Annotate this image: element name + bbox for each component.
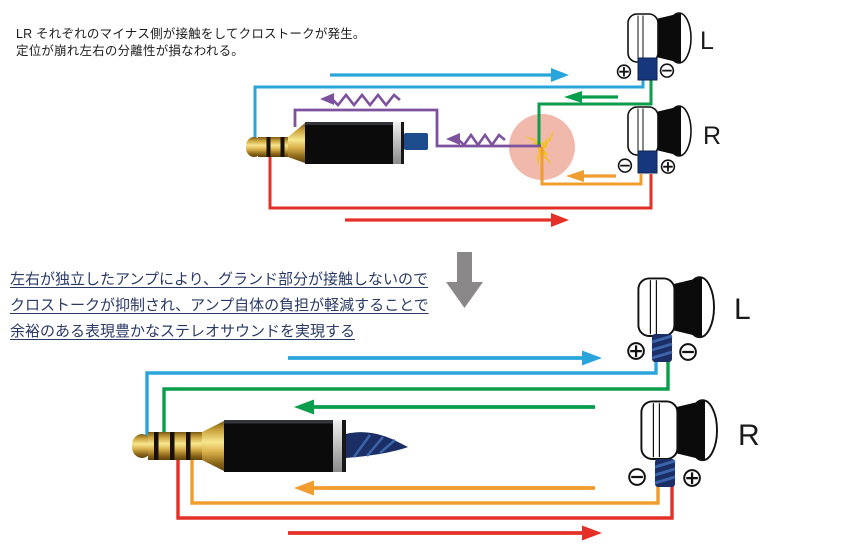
earphone-left-connector bbox=[637, 57, 658, 81]
bottom-r-plus-wire bbox=[176, 460, 674, 520]
bottom-l-plus-wire bbox=[145, 361, 658, 436]
crosstalk-noise-arrow-lower bbox=[446, 132, 506, 148]
trrs-plug-4pole bbox=[132, 420, 408, 472]
arrow-head bbox=[566, 170, 584, 182]
top-caption-line2: 定位が崩れ左右の分離性が損なわれる。 bbox=[16, 43, 244, 58]
bottom-r-minus-wire bbox=[190, 460, 660, 505]
top-r-minus-wire bbox=[540, 147, 643, 186]
zigzag-arrow-icon bbox=[331, 92, 401, 108]
top-l-plus-wire bbox=[253, 80, 645, 140]
bottom-r-minus-return-arrow bbox=[294, 480, 595, 496]
top-caption-line1: LR それぞれのマイナス側が接触をしてクロストークが発生。 bbox=[16, 27, 366, 41]
arrow-head bbox=[294, 399, 314, 415]
earphone-right-braided-connector bbox=[653, 457, 677, 489]
bottom-caption-line3: 余裕のある表現豊かなステレオサウンドを実現する bbox=[10, 323, 356, 340]
plug-ring-band bbox=[186, 432, 191, 460]
arrow-head bbox=[551, 68, 569, 82]
top-caption: LR それぞれのマイナス側が接触をしてクロストークが発生。 定位が崩れ左右の分離… bbox=[16, 26, 366, 59]
arrow-head bbox=[551, 213, 569, 227]
plug-ring-band bbox=[266, 137, 271, 157]
bottom-l-minus-return-arrow bbox=[294, 399, 595, 415]
minus-circle-icon: ⊖ bbox=[616, 154, 634, 179]
bottom-caption: 左右が独立したアンプにより、グランド部分が接触しないので クロストークが抑制され… bbox=[10, 267, 429, 345]
arrow-head bbox=[294, 480, 314, 496]
plug-body bbox=[305, 122, 393, 164]
arrow-head bbox=[320, 93, 334, 105]
arrow-head bbox=[582, 350, 602, 366]
minus-circle-icon: ⊖ bbox=[658, 59, 676, 84]
plug-silver-ring bbox=[333, 420, 342, 472]
plus-circle-icon: ⊕ bbox=[625, 335, 648, 366]
top-l-minus-wire bbox=[537, 80, 653, 147]
arrow-head bbox=[564, 91, 582, 103]
plug-tip bbox=[132, 434, 152, 458]
plug-ring-band bbox=[154, 432, 159, 460]
plug-ring-band bbox=[170, 432, 175, 460]
earphone-left-bottom bbox=[637, 276, 715, 339]
zigzag-arrow-icon bbox=[457, 132, 506, 148]
trs-plug-3pole bbox=[246, 122, 428, 164]
bottom-l-plus-signal-arrow bbox=[288, 350, 602, 366]
top-r-plus-signal-arrow bbox=[345, 213, 569, 227]
plug-end-cap bbox=[342, 420, 346, 472]
braided-cable bbox=[346, 432, 408, 458]
bottom-r-plus-signal-arrow bbox=[288, 525, 602, 541]
top-r-plus-wire bbox=[268, 152, 653, 210]
down-arrow-icon bbox=[446, 252, 483, 308]
right-channel-label: R bbox=[738, 419, 760, 452]
plug-body-sheen bbox=[305, 122, 393, 125]
plus-circle-icon: ⊕ bbox=[659, 155, 677, 180]
top-l-plus-signal-arrow bbox=[330, 68, 569, 82]
left-channel-label: L bbox=[700, 27, 714, 55]
earphone-right-connector bbox=[637, 150, 658, 174]
plug-body-sheen bbox=[224, 420, 338, 424]
earphone-right-bottom bbox=[640, 399, 718, 462]
top-l-minus-return-arrow bbox=[564, 91, 618, 103]
earphone-left-braided-connector bbox=[650, 332, 674, 364]
plug-end-cap bbox=[401, 122, 404, 164]
right-channel-label: R bbox=[703, 122, 721, 150]
plug-silver-ring bbox=[393, 122, 401, 164]
plug-strain-cone bbox=[202, 421, 224, 471]
minus-circle-icon: ⊖ bbox=[626, 461, 649, 492]
bottom-l-minus-wire bbox=[162, 361, 670, 432]
plug-strain-cone bbox=[288, 123, 305, 163]
crosstalk-noise-arrow-upper bbox=[320, 92, 401, 108]
plug-cable-stub bbox=[404, 133, 428, 150]
plus-circle-icon: ⊕ bbox=[615, 60, 633, 85]
crosstalk-ground-path bbox=[293, 108, 541, 148]
bottom-caption-line2: クロストークが抑制され、アンプ自体の負担が軽減することで bbox=[10, 297, 429, 314]
earphone-right-top bbox=[627, 105, 692, 157]
arrow-head bbox=[446, 133, 460, 145]
earphone-left-top bbox=[627, 12, 692, 64]
plug-ring-band bbox=[280, 137, 285, 157]
minus-circle-icon: ⊖ bbox=[677, 336, 700, 367]
arrow-head bbox=[582, 525, 602, 541]
plus-circle-icon: ⊕ bbox=[681, 462, 704, 493]
top-r-minus-return-arrow bbox=[566, 170, 616, 182]
plug-body bbox=[224, 420, 338, 472]
left-channel-label: L bbox=[734, 293, 751, 326]
bottom-caption-line1: 左右が独立したアンプにより、グランド部分が接触しないので bbox=[10, 271, 429, 288]
